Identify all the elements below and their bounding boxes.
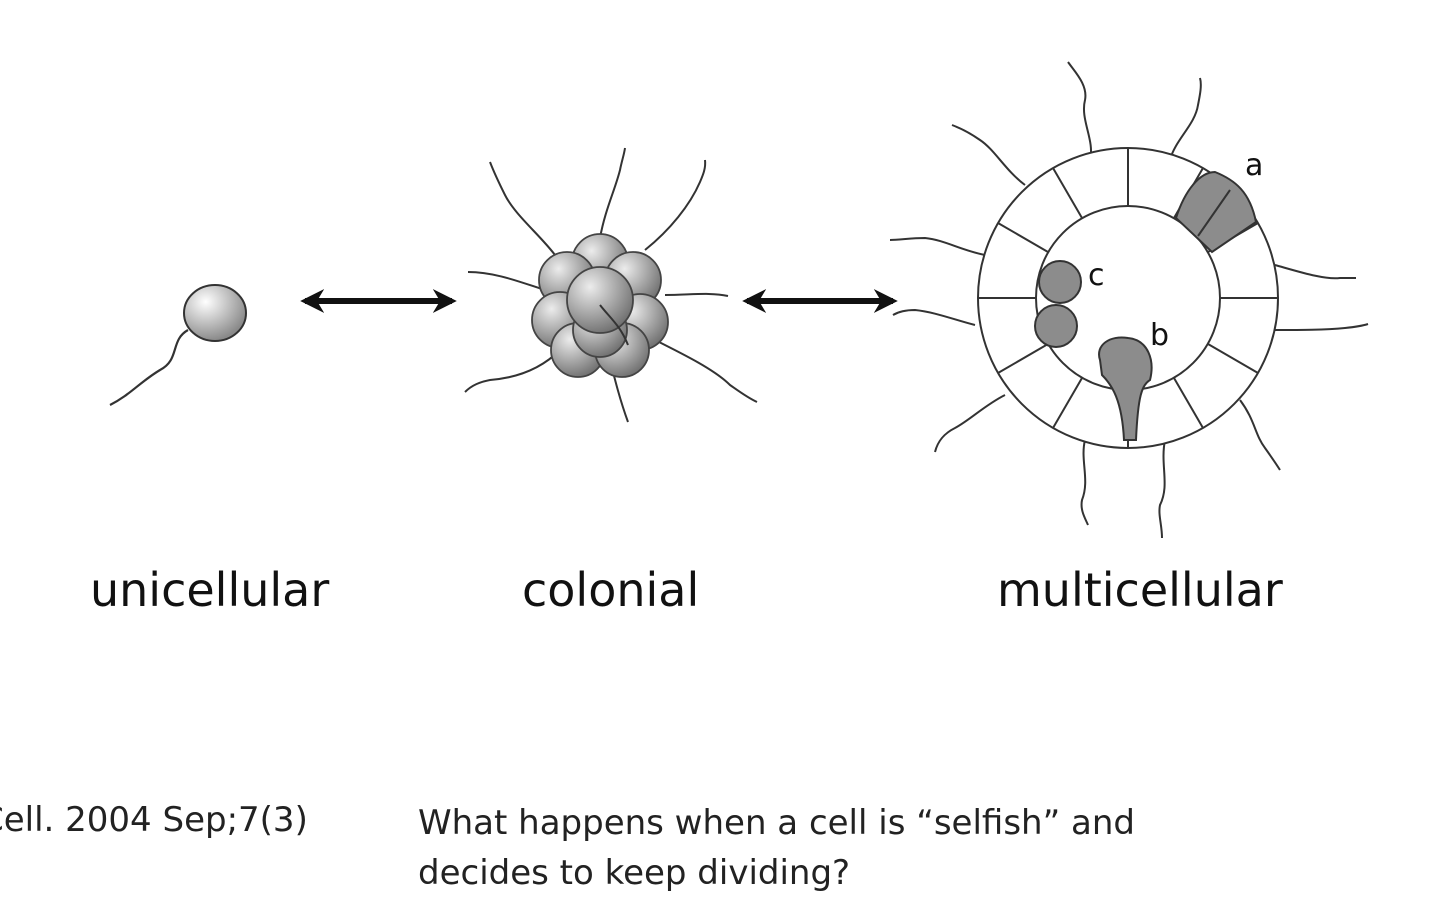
cell-c-upper	[1038, 260, 1082, 304]
question-line-1: What happens when a cell is “selfish” an…	[418, 803, 1135, 843]
stage-label-colonial: colonial	[522, 563, 700, 617]
question-text: What happens when a cell is “selfish” an…	[418, 798, 1318, 898]
colonial-organism	[464, 147, 758, 423]
stage-label-multicellular: multicellular	[997, 563, 1283, 617]
unicellular-organism	[109, 284, 247, 406]
multicellular-organism	[889, 61, 1369, 539]
cell-label-a: a	[1245, 148, 1264, 183]
cell-a	[1174, 170, 1258, 254]
cell-label-b: b	[1150, 318, 1170, 353]
citation: Cell. 2004 Sep;7(3)	[0, 800, 308, 840]
cell-label-c: c	[1088, 258, 1105, 293]
question-line-2: decides to keep dividing?	[418, 853, 851, 893]
cell-c-lower	[1034, 304, 1078, 348]
stage-label-unicellular: unicellular	[90, 563, 330, 617]
cell-b	[1098, 336, 1153, 441]
